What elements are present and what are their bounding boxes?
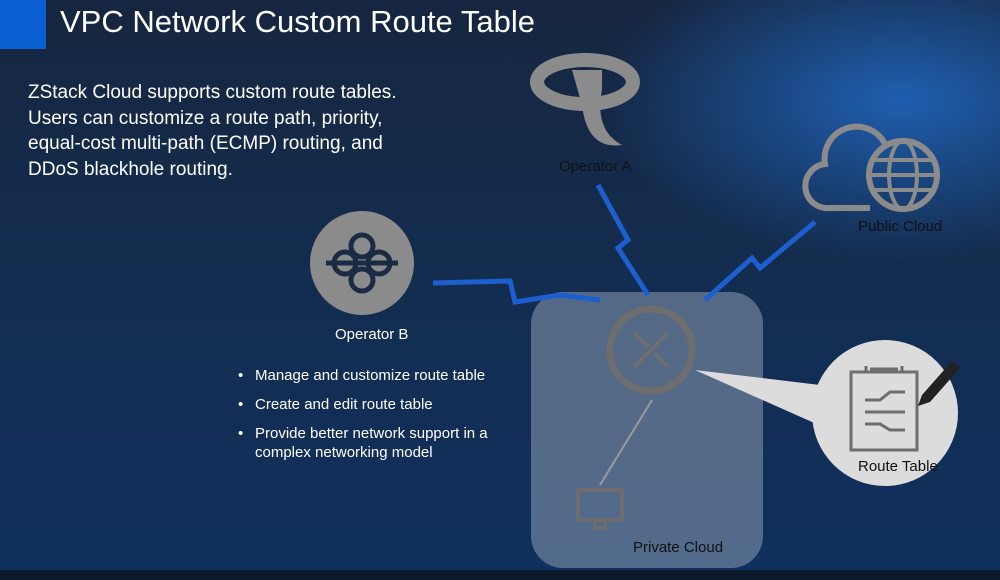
desktop-computer-icon — [576, 488, 624, 530]
network-links — [432, 183, 817, 305]
feature-list: Manage and customize route table Create … — [238, 366, 528, 472]
operator-b-logo-icon — [310, 211, 414, 315]
router-icon — [606, 305, 696, 395]
label-private-cloud: Private Cloud — [633, 539, 724, 556]
router-to-host-link — [599, 399, 653, 486]
title-accent-bar — [0, 0, 46, 49]
label-operator-b: Operator B — [335, 326, 409, 343]
slide-title: VPC Network Custom Route Table — [60, 4, 535, 39]
link-public-cloud — [703, 220, 817, 302]
intro-text: ZStack Cloud supports custom route table… — [28, 82, 397, 180]
feature-item: Create and edit route table — [238, 395, 528, 414]
link-operator-a — [595, 183, 651, 297]
footer-bar — [0, 570, 1000, 580]
operator-a-logo-icon — [530, 53, 640, 146]
label-route-table: Route Table — [858, 458, 938, 475]
pencil-icon — [918, 361, 960, 406]
feature-item: Provide better network support in a comp… — [238, 424, 528, 462]
label-operator-a: Operator A — [559, 158, 632, 175]
callout-pointer — [695, 370, 830, 430]
private-cloud-box — [531, 292, 763, 568]
label-public-cloud: Public Cloud — [858, 218, 943, 235]
route-table-icon — [849, 366, 919, 452]
link-operator-b — [432, 278, 601, 305]
public-cloud-icon — [802, 123, 940, 212]
feature-item: Manage and customize route table — [238, 366, 528, 385]
